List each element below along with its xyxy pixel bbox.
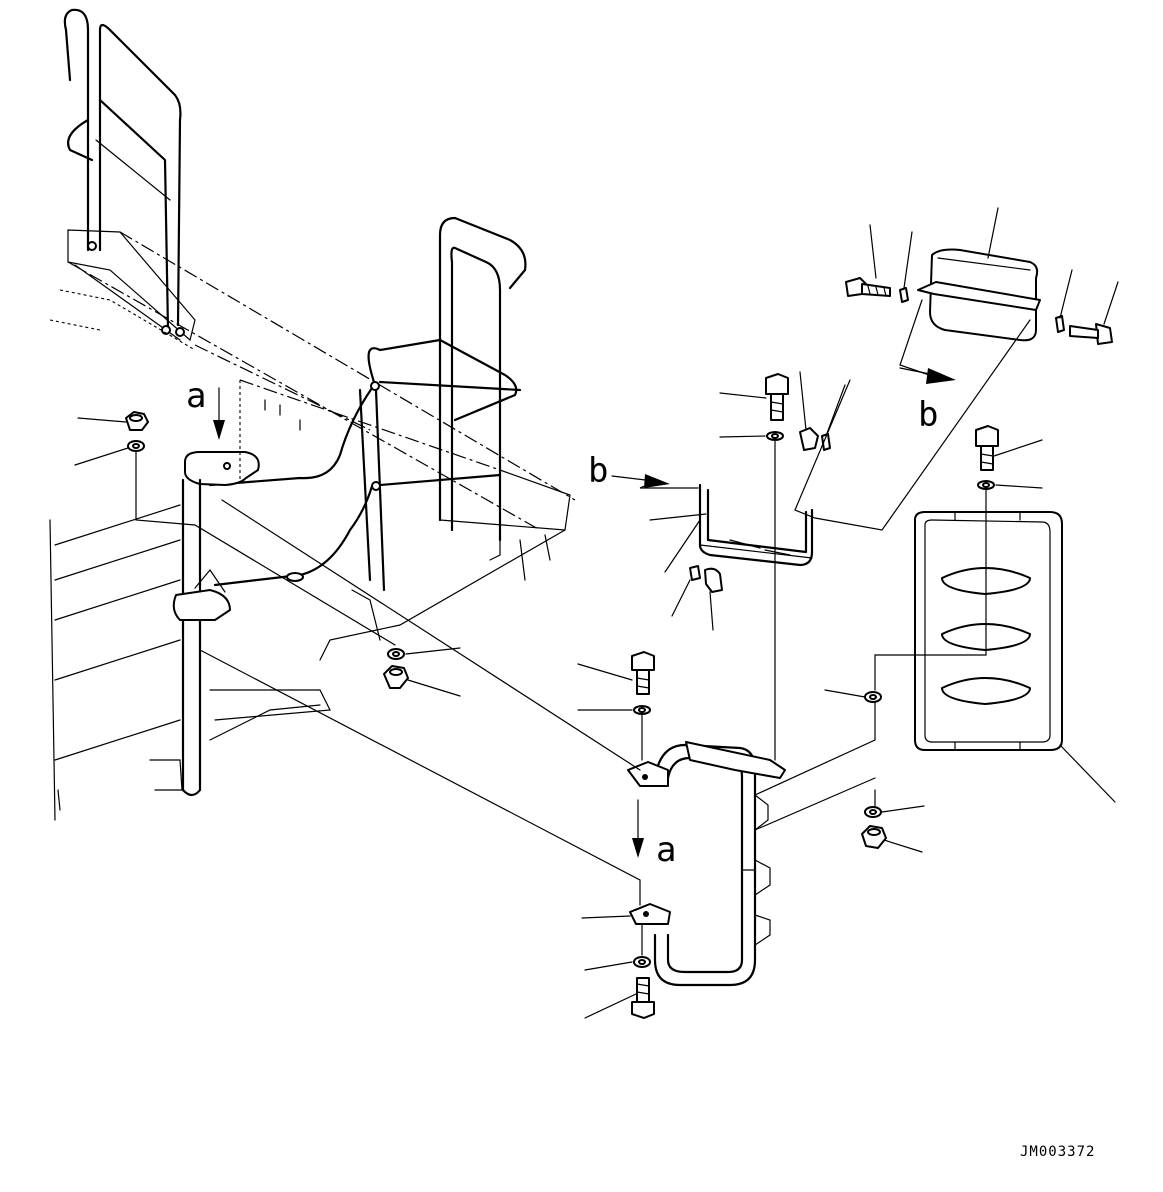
- left-fasteners: [125, 411, 409, 689]
- drawing-number: JM003372: [1020, 1144, 1095, 1160]
- view-label-a-top: a: [186, 376, 206, 416]
- view-label-b-left: b: [588, 451, 608, 491]
- right-fasteners: [631, 373, 999, 1019]
- view-arrows: [213, 367, 956, 858]
- step-cover: [845, 248, 1113, 345]
- view-label-a-bottom: a: [656, 830, 676, 870]
- view-label-b-right: b: [918, 395, 938, 435]
- step-mat: [914, 511, 1063, 751]
- leader-lines: [74, 207, 1119, 1019]
- platform-assembly: [49, 8, 576, 821]
- u-step: [689, 483, 814, 593]
- step-ladder: [627, 741, 786, 987]
